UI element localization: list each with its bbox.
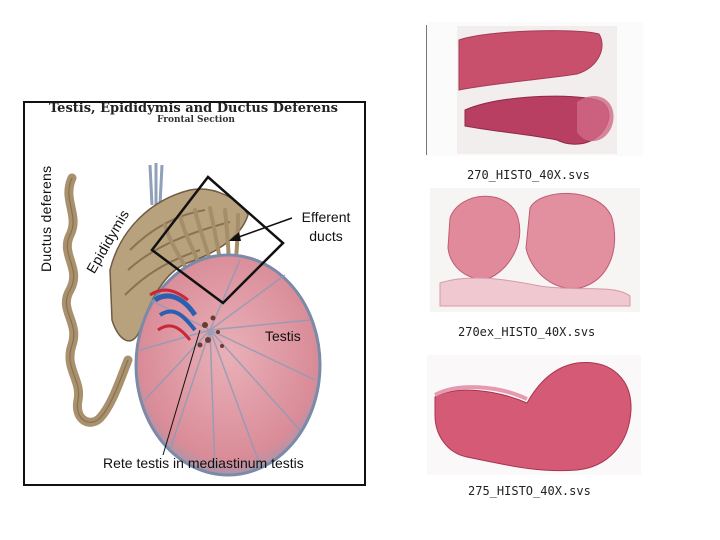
slide-divider <box>426 25 427 155</box>
illustration-subtitle: Frontal Section <box>157 115 235 125</box>
vessels-shape <box>149 288 198 341</box>
histology-slide-1 <box>427 22 643 156</box>
spermatic-cord-shape <box>148 163 164 206</box>
testis-label: Testis <box>265 328 301 344</box>
histology-image-2 <box>430 188 640 312</box>
histology-image-1 <box>427 22 643 156</box>
rete-testis-shape <box>197 315 224 348</box>
slide-caption-3: 275_HISTO_40X.svs <box>468 484 591 498</box>
rete-testis-label: Rete testis in mediastinum testis <box>103 455 304 471</box>
efferent-ducts-marker <box>150 175 285 305</box>
efferent-ducts-label: Efferent ducts <box>301 209 351 244</box>
slide-caption-2: 270ex_HISTO_40X.svs <box>458 325 596 339</box>
histology-image-3 <box>427 355 641 475</box>
illustration-title: Testis, Epididymis and Ductus Deferens <box>49 101 338 116</box>
efferent-ducts-arrow <box>229 217 293 241</box>
histology-slide-2 <box>430 188 640 312</box>
histology-slide-3 <box>427 355 641 475</box>
testis-shape <box>134 253 322 477</box>
rete-testis-leader <box>162 329 201 456</box>
slide-caption-1: 270_HISTO_40X.svs <box>467 168 590 182</box>
ductus-deferens-label: Ductus deferens <box>38 165 54 272</box>
